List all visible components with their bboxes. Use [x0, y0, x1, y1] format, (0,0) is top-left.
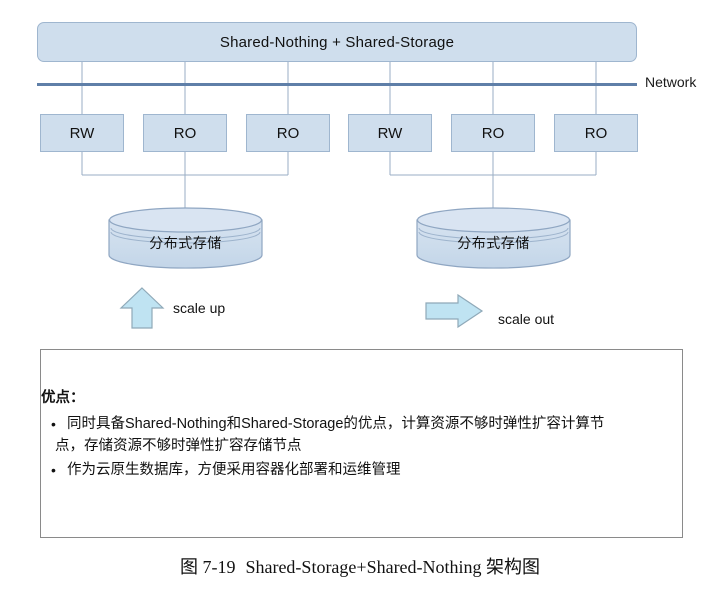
bullet-glyph: • [51, 416, 56, 432]
node-box-rw-right-1: RW [348, 114, 432, 152]
node-box-label: RO [481, 124, 505, 142]
top-architecture-bar: Shared-Nothing + Shared-Storage [37, 22, 637, 62]
node-box-ro-left-1: RO [143, 114, 227, 152]
storage-cylinder-label: 分布式存储 [149, 235, 222, 251]
figure-title: Shared-Storage+Shared-Nothing 架构图 [245, 557, 541, 577]
advantages-list: • 同时具备Shared-Nothing和Shared-Storage的优点，计… [41, 413, 682, 483]
scale-up-label: scale up [173, 300, 226, 316]
figure-number: 图 7-19 [179, 557, 236, 577]
storage-cylinder-left: 分布式存储 [108, 207, 263, 269]
storage-cylinder-label: 分布式存储 [457, 235, 530, 251]
node-box-ro-right-2: RO [554, 114, 638, 152]
storage-cylinder-right: 分布式存储 [416, 207, 571, 269]
node-box-label: RO [584, 124, 608, 142]
node-box-label: RW [377, 124, 403, 142]
list-item: • 作为云原生数据库，方便采用容器化部署和运维管理 [41, 459, 682, 481]
node-box-ro-right-1: RO [451, 114, 535, 152]
network-line [37, 83, 637, 86]
node-box-label: RO [173, 124, 197, 142]
scale-out-label: scale out [498, 311, 555, 327]
node-box-label: RO [276, 124, 300, 142]
figure-caption: 图 7-19 Shared-Storage+Shared-Nothing 架构图 [0, 553, 720, 579]
list-item: • 同时具备Shared-Nothing和Shared-Storage的优点，计… [41, 413, 682, 457]
top-architecture-bar-label: Shared-Nothing + Shared-Storage [219, 33, 455, 51]
node-box-label: RW [69, 124, 95, 142]
list-item-line-1: 作为云原生数据库，方便采用容器化部署和运维管理 [67, 462, 401, 478]
advantages-title: 优点： [41, 390, 85, 406]
advantages-note-box: 优点： • 同时具备Shared-Nothing和Shared-Storage的… [40, 349, 683, 538]
node-box-ro-left-2: RO [246, 114, 330, 152]
network-label: Network [645, 74, 697, 90]
arrow-right-icon [424, 293, 484, 334]
list-item-line-2: 点，存储资源不够时弹性扩容存储节点 [55, 438, 302, 454]
node-box-rw-left-1: RW [40, 114, 124, 152]
list-item-line-1: 同时具备Shared-Nothing和Shared-Storage的优点，计算资… [67, 416, 605, 432]
arrow-up-icon [118, 286, 166, 335]
bullet-glyph: • [51, 462, 56, 478]
